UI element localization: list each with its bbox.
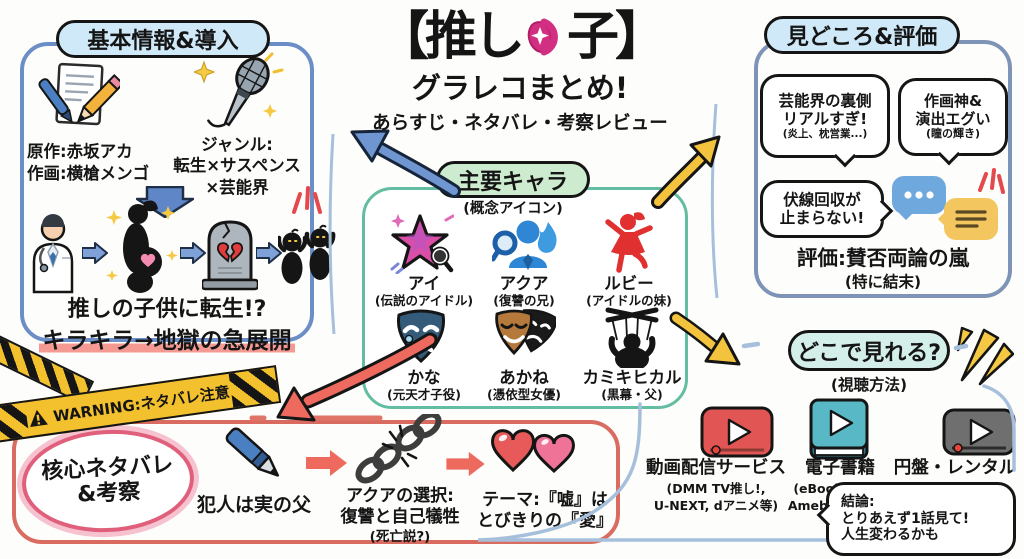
rating-line2: (特に結末) (844, 273, 922, 291)
warning-tape: WARNING:ネタバレ注意 (0, 365, 282, 445)
character-name: かな (407, 368, 441, 387)
title-part2: 子】 (567, 7, 667, 67)
flow-arrow-icon (82, 242, 108, 264)
ebook-icon (809, 398, 869, 460)
character-role: (復讐の兄) (493, 293, 555, 308)
broken-chain-icon (355, 414, 442, 484)
red-arrow-icon (446, 451, 485, 477)
bubble-note: (炎上、枕営業...) (782, 128, 868, 141)
chat-bubble-lines-icon (944, 198, 998, 240)
disc-player-icon (942, 408, 1016, 456)
genre-label: ジャンル: 転生×サスペンス ×芸能界 (158, 134, 316, 198)
character-role: (伝説のアイドル) (374, 293, 474, 308)
characters-subheader: (概念アイコン) (463, 201, 563, 217)
character-name: あかね (499, 368, 549, 387)
aqua-choice-text: アクアの選択: 復讐と自己犠牲 (330, 486, 470, 527)
character-name: アクア (499, 274, 549, 293)
right-divider-line (710, 103, 719, 299)
character-name: ルビー (604, 274, 654, 293)
microphone-icon (194, 52, 284, 128)
theme-text: テーマ:『嘘』は とびきりの『愛』 (466, 490, 624, 533)
conclusion-line: とりあえず1話見て! (841, 510, 970, 527)
warning-triangle-icon (30, 409, 49, 427)
flow-arrow-icon (256, 242, 282, 264)
story-line1: 推しの子供に転生!? (67, 297, 267, 322)
watch-option-label: 円盤・レンタル (893, 458, 1017, 478)
grave-broken-heart-icon (202, 220, 258, 291)
bubble-line: リアルすぎ! (782, 109, 868, 128)
highlight-bubble-art: 作画神& 演出エグい (瞳の輝き) (898, 78, 1008, 156)
page-title: 【推し の 子】 (330, 10, 710, 65)
double-mask-icon (495, 309, 556, 356)
watch-option-label: 電子書籍 (805, 458, 875, 478)
title-tagline: あらすじ・ネタバレ・考察レビュー (372, 112, 668, 134)
spoiler-header-line: 核心ネタバレ (40, 452, 174, 485)
bubble-line: 伏線回収が (783, 190, 861, 209)
conclusion-line: 人生変わるかも (841, 527, 939, 544)
genre-line3: ×芸能界 (205, 177, 269, 197)
where-header: どこで見れる? (788, 330, 950, 371)
credit-line1: 原作:赤坂アカ (27, 142, 133, 161)
bubble-note: (瞳の輝き) (925, 127, 981, 141)
idol-star-mic-icon (390, 214, 454, 274)
bubble-line: 演出エグい (915, 109, 991, 128)
characters-header: 主要キャラ (436, 161, 590, 198)
conclusion-line: 結論: (841, 494, 875, 511)
title-block: 【推し の 子】 グラレコまとめ! あらすじ・ネタバレ・考察レビュー (330, 10, 710, 135)
highlights-header: 見どころ&評価 (764, 16, 960, 54)
flow-arrow-icon (180, 242, 206, 264)
choice-line: アクアの選択: (346, 486, 454, 506)
tape-stripes (228, 367, 279, 408)
title-subtitle: グラレコまとめ! (411, 70, 629, 105)
twin-babies-icon (278, 224, 336, 284)
choice-note: (死亡説?) (369, 529, 431, 545)
crying-mask-icon (396, 309, 446, 364)
bubble-line: 作画神& (923, 91, 983, 110)
video-player-icon (700, 406, 774, 458)
pregnant-mother-icon (106, 200, 178, 293)
genre-line2: 転生×サスペンス (173, 156, 301, 176)
tape-stripes (0, 402, 30, 443)
highlight-bubble-industry: 芸能界の裏側 リアルすぎ! (炎上、枕営業...) (760, 74, 890, 158)
watch-option-label: 動画配信サービス (646, 458, 786, 478)
character-name: アイ (407, 274, 441, 293)
theme-line: テーマ:『嘘』は (482, 490, 608, 510)
title-part1: 【推し (376, 7, 525, 67)
red-arrow-icon (306, 450, 347, 476)
where-subheader: (視聴方法) (830, 376, 908, 394)
character-role: (黒幕・父) (601, 387, 663, 402)
double-hearts-icon (491, 429, 576, 474)
highlight-bubble-foreshadow: 伏線回収が 止まらない! (760, 180, 884, 238)
pen-icon (225, 427, 280, 477)
chat-bubble-dots-icon (892, 176, 946, 214)
credit-line2: 作画:横槍メンゴ (27, 164, 150, 184)
choice-line: 復讐と自己犠牲 (340, 506, 460, 527)
conclusion-bubble: 結論: とりあえず1話見て! 人生変わるかも (826, 482, 1016, 556)
down-arrow-icon (136, 186, 194, 218)
culprit-text: 犯人は実の父 (196, 494, 311, 516)
character-name: カミキヒカル (582, 368, 682, 387)
basic-info-header: 基本情報&導入 (56, 20, 270, 58)
rating-line1: 評価:賛否両論の嵐 (796, 246, 970, 270)
spoiler-header-line: &考察 (76, 479, 141, 508)
genre-line1: ジャンル: (201, 135, 273, 154)
bubble-line: 止まらない! (779, 209, 865, 227)
credit-label: 原作:赤坂アカ 作画:横槍メンゴ (27, 141, 179, 186)
doctor-icon (32, 214, 74, 294)
emphasis-wedges-icon (956, 326, 1014, 386)
magnifier-flame-icon (492, 220, 557, 270)
character-role: (憑依型女優) (487, 387, 561, 402)
theme-line: とびきりの『愛』 (477, 511, 613, 532)
dancing-girl-icon (605, 212, 653, 273)
memo-pen-icon (38, 62, 120, 126)
character-role: (アイドルの妹) (586, 293, 672, 308)
bubble-line: 芸能界の裏側 (778, 91, 872, 110)
story-line2: キラキラ→地獄の急展開 (8, 328, 326, 356)
oshi-no-ko-eye-icon (527, 18, 558, 56)
puppeteer-icon (605, 307, 659, 368)
